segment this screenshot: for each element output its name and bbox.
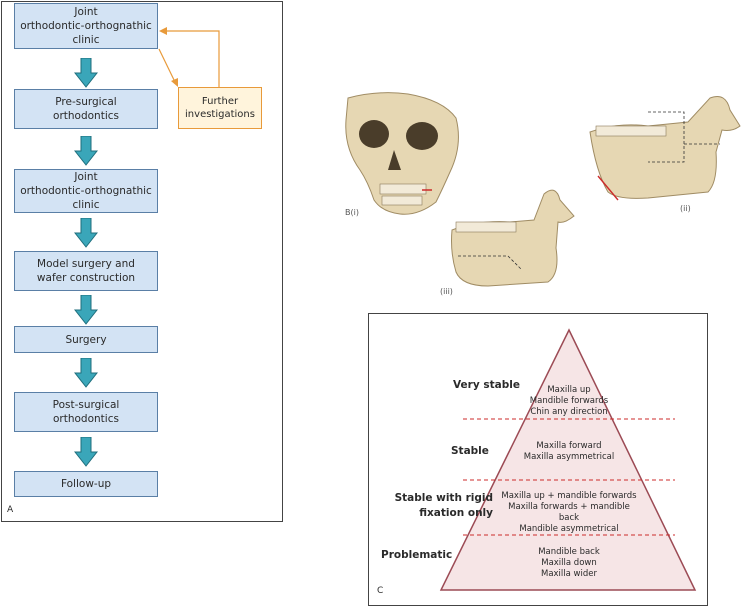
mandible-illustration-ii bbox=[589, 96, 741, 201]
down-arrow-icon bbox=[74, 358, 98, 388]
down-arrow-icon bbox=[74, 437, 98, 467]
step-joint-clinic-1: Joint orthodontic-orthognathic clinic bbox=[14, 3, 158, 49]
step-joint-clinic-2: Joint orthodontic-orthognathic clinic bbox=[14, 169, 158, 213]
pyramid bbox=[439, 328, 697, 591]
step-model-surgery: Model surgery and wafer construction bbox=[14, 251, 158, 291]
panel-label-c: C bbox=[377, 586, 384, 596]
tier-items-problematic: Mandible back Maxilla down Maxilla wider bbox=[538, 547, 600, 579]
step-pre-surgical-orthodontics: Pre-surgical orthodontics bbox=[14, 89, 158, 129]
down-arrow-icon bbox=[74, 58, 98, 88]
down-arrow-icon bbox=[74, 218, 98, 248]
label-b-iii: (iii) bbox=[440, 287, 453, 296]
tier-items-rigid-fixation: Maxilla up + mandible forwards Maxilla f… bbox=[501, 491, 637, 534]
label-b-ii: (ii) bbox=[680, 204, 691, 213]
step-surgery: Surgery bbox=[14, 326, 158, 353]
flowchart-panel: Joint orthodontic-orthognathic clinic Pr… bbox=[1, 1, 283, 522]
label-b-i: B(i) bbox=[345, 208, 359, 217]
tier-items-stable: Maxilla forward Maxilla asymmetrical bbox=[523, 441, 615, 462]
step-follow-up: Follow-up bbox=[14, 471, 158, 497]
further-investigations-box: Further investigations bbox=[178, 87, 262, 129]
tier-label-problematic: Problematic bbox=[381, 549, 453, 561]
skull-illustration bbox=[345, 92, 459, 215]
down-arrow-icon bbox=[74, 295, 98, 325]
down-arrow-icon bbox=[74, 136, 98, 166]
feedback-connector bbox=[158, 27, 220, 87]
tier-items-very-stable: Maxilla up Mandible forwards Chin any di… bbox=[529, 385, 609, 417]
stability-pyramid-panel: Very stable Maxilla up Mandible forwards… bbox=[368, 313, 708, 606]
tier-label-stable: Stable bbox=[451, 445, 489, 457]
step-post-surgical-orthodontics: Post-surgical orthodontics bbox=[14, 392, 158, 432]
panel-label-a: A bbox=[7, 505, 14, 515]
mandible-illustration-iii bbox=[451, 189, 575, 287]
tier-label-rigid-fixation: Stable with rigid fixation only bbox=[394, 492, 493, 519]
tier-label-very-stable: Very stable bbox=[453, 379, 520, 391]
